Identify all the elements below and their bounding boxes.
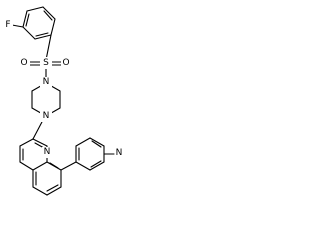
atom-oxygen-left: O: [19, 57, 30, 69]
bond-ring-fluorine: [11, 24, 24, 28]
atom-quinoline-n: N: [42, 147, 53, 158]
bond-quinoline-pyridyl: [60, 161, 77, 171]
atom-piperazine-n-bottom: N: [40, 111, 52, 122]
atom-label-pyridine-n: N: [116, 148, 123, 158]
molecule-structure-diagram: F S O O N N N N: [3, 6, 125, 196]
atom-label-oxygen-left: O: [20, 58, 27, 68]
atom-label-quinoline-n: N: [44, 147, 51, 157]
atom-label-piperazine-n-bottom: N: [43, 111, 50, 121]
bond-piperazine-quinoline: [32, 119, 44, 140]
atom-sulfur: S: [40, 57, 52, 69]
atom-label-sulfur: S: [43, 58, 49, 68]
atom-fluorine: F: [3, 19, 13, 31]
quinoline-benzo-ring: [32, 161, 62, 196]
atom-piperazine-n-top: N: [40, 77, 52, 88]
pyridyl-ring: [75, 137, 105, 171]
atom-label-fluorine: F: [5, 20, 10, 30]
fluorophenyl-ring: [22, 6, 56, 40]
atom-pyridine-n: N: [114, 148, 125, 159]
atom-label-piperazine-n-top: N: [43, 77, 50, 87]
bond-ring-sulfur: [45, 34, 52, 61]
atom-label-oxygen-right: O: [62, 58, 69, 68]
atom-oxygen-right: O: [61, 57, 72, 69]
